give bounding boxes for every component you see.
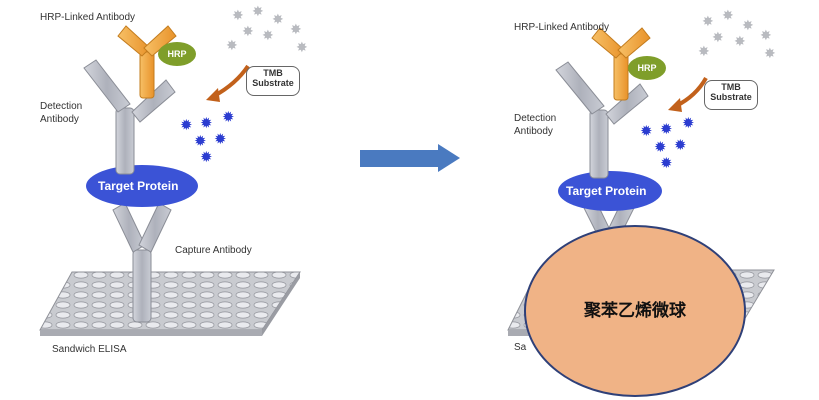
target-protein-label: Target Protein <box>98 179 179 193</box>
svg-text:✹: ✹ <box>682 114 695 132</box>
svg-text:✹: ✹ <box>214 130 227 148</box>
capture-antibody-label: Capture Antibody <box>175 245 252 256</box>
svg-text:✸: ✸ <box>702 14 714 30</box>
sandwich-elisa-label-partial: Sa <box>514 342 527 353</box>
tmb-substrate-label: TMB Substrate <box>704 80 758 110</box>
polystyrene-bead-label: 聚苯乙烯微球 <box>584 300 686 321</box>
target-protein <box>558 171 662 211</box>
hrp-linked-antibody <box>591 27 651 101</box>
elisa-plate <box>39 271 301 331</box>
detection-antibody-label: Detection Antibody <box>40 101 83 125</box>
detection-antibody <box>555 61 649 179</box>
svg-text:✸: ✸ <box>252 4 264 20</box>
detection-antibody-label: Detection Antibody <box>514 113 557 137</box>
hrp-antibody-label: HRP-Linked Antibody <box>514 22 610 33</box>
svg-text:✸: ✸ <box>698 44 710 60</box>
svg-text:✸: ✸ <box>242 24 254 40</box>
svg-text:✹: ✹ <box>200 114 213 132</box>
hrp-enzyme: HRP <box>158 42 196 66</box>
target-protein-label: Target Protein <box>566 184 647 198</box>
left-panel: ✸✸✸ ✸✸✸ ✸✸ ✹✹✹ ✹✹✹ <box>39 4 308 336</box>
svg-text:✸: ✸ <box>290 22 302 38</box>
detection-antibody <box>83 59 176 175</box>
svg-text:✹: ✹ <box>222 108 235 126</box>
svg-text:✹: ✹ <box>654 138 667 156</box>
svg-text:✹: ✹ <box>640 122 653 140</box>
svg-text:✸: ✸ <box>232 8 244 24</box>
svg-text:✹: ✹ <box>194 132 207 150</box>
tmb-molecules: ✸✸✸ ✸✸✸ ✸✸ <box>226 4 308 56</box>
svg-text:✸: ✸ <box>296 40 308 56</box>
tmb-substrate-label: TMB Substrate <box>246 66 300 96</box>
svg-text:✸: ✸ <box>272 12 284 28</box>
svg-text:✸: ✸ <box>742 18 754 34</box>
product-molecules: ✹✹✹ ✹✹✹ <box>640 114 695 172</box>
svg-text:✸: ✸ <box>262 28 274 44</box>
hrp-antibody-label: HRP-Linked Antibody <box>40 12 136 23</box>
tmb-molecules: ✸✸✸ ✸✸✸ ✸✸ <box>698 8 776 62</box>
svg-text:✹: ✹ <box>674 136 687 154</box>
hrp-linked-antibody <box>117 25 177 99</box>
svg-text:✸: ✸ <box>760 28 772 44</box>
svg-text:✸: ✸ <box>226 38 238 54</box>
sandwich-elisa-label: Sandwich ELISA <box>52 344 127 355</box>
svg-text:✹: ✹ <box>180 116 193 134</box>
target-protein <box>86 165 198 207</box>
svg-text:✸: ✸ <box>722 8 734 24</box>
hrp-enzyme: HRP <box>628 56 666 80</box>
svg-text:✸: ✸ <box>734 34 746 50</box>
svg-text:✸: ✸ <box>712 30 724 46</box>
polystyrene-bead: 聚苯乙烯微球 <box>524 225 746 397</box>
svg-text:✸: ✸ <box>764 46 776 62</box>
reaction-arrow <box>213 64 250 98</box>
svg-text:✹: ✹ <box>200 148 213 166</box>
transition-arrow <box>360 144 460 172</box>
product-molecules: ✹✹✹ ✹✹✹ <box>180 108 235 166</box>
svg-text:✹: ✹ <box>660 154 673 172</box>
capture-antibody <box>112 202 172 323</box>
svg-text:✹: ✹ <box>660 120 673 138</box>
